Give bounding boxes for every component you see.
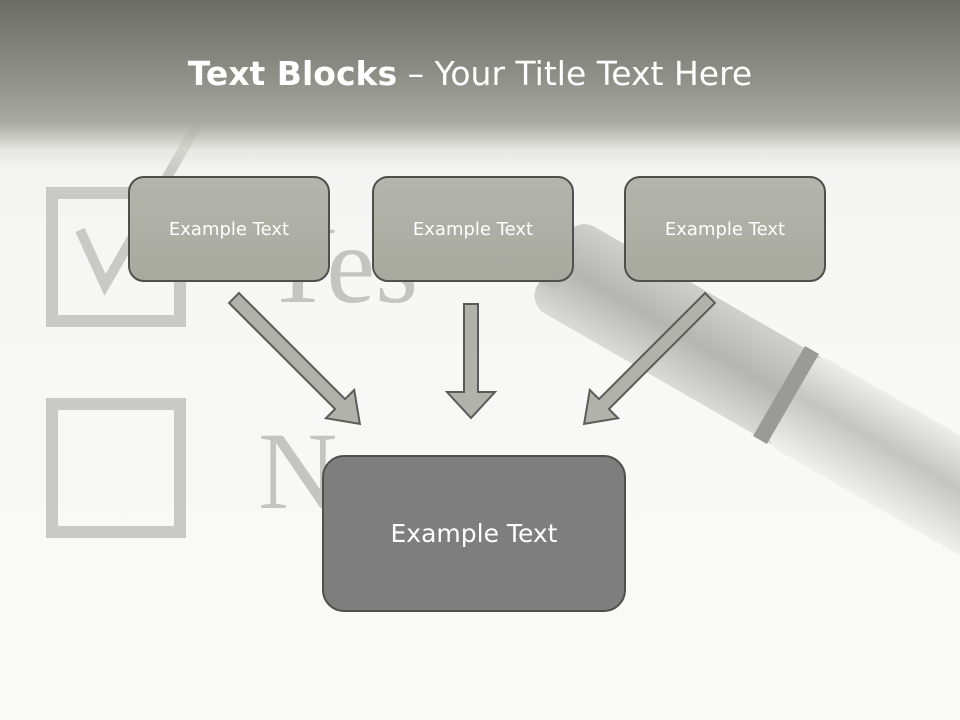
arrow-right-diagonal xyxy=(582,291,717,426)
text-block-center[interactable]: Example Text xyxy=(372,176,574,282)
title-band xyxy=(0,0,960,170)
text-block-main[interactable]: Example Text xyxy=(322,455,626,612)
text-block-left[interactable]: Example Text xyxy=(128,176,330,282)
page-title: Text Blocks – Your Title Text Here xyxy=(0,54,940,93)
title-dash: – xyxy=(407,54,425,93)
text-block-right[interactable]: Example Text xyxy=(624,176,826,282)
text-block-main-label: Example Text xyxy=(390,519,558,548)
text-block-left-label: Example Text xyxy=(168,218,290,240)
arrow-center-down xyxy=(444,303,498,420)
text-block-center-label: Example Text xyxy=(412,218,534,240)
title-bold: Text Blocks xyxy=(187,54,398,93)
text-block-right-label: Example Text xyxy=(664,218,786,240)
arrow-left-diagonal xyxy=(227,291,362,426)
empty-box-icon xyxy=(46,398,186,538)
title-rest: Your Title Text Here xyxy=(434,54,753,93)
